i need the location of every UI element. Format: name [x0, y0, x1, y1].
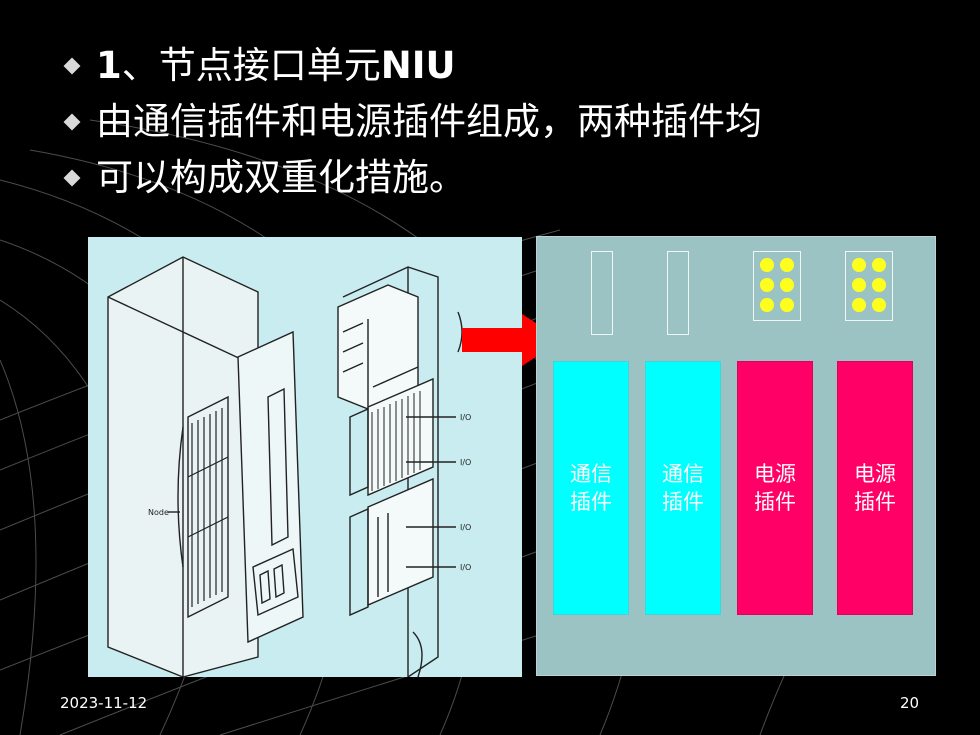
footer-date: 2023-11-12	[60, 694, 148, 712]
io-label: I/O	[460, 413, 471, 422]
bullet-text: 可以构成双重化措施。	[96, 156, 466, 199]
power-connector	[845, 251, 893, 321]
comm-card: 通信插件	[645, 361, 721, 615]
diamond-bullet-icon	[63, 113, 81, 131]
io-label: I/O	[460, 563, 471, 572]
comm-card: 通信插件	[553, 361, 629, 615]
empty-slot	[591, 251, 613, 335]
cabinet-drawing: I/O I/O I/O I/O Node	[88, 237, 522, 678]
bullet-text: 由通信插件和电源插件组成，两种插件均	[96, 100, 762, 143]
title-text: 、节点接口单元	[121, 44, 381, 87]
title-number: 1	[96, 44, 122, 87]
power-connector	[753, 251, 801, 321]
empty-slot	[667, 251, 689, 335]
diamond-bullet-icon	[63, 169, 81, 187]
niu-schematic: 通信插件 通信插件 电源插件 电源插件	[536, 236, 936, 676]
power-card: 电源插件	[837, 361, 913, 615]
bullet-line-2: 由通信插件和电源插件组成，两种插件均	[62, 100, 762, 144]
diamond-bullet-icon	[63, 57, 81, 75]
cabinet-line-art: I/O I/O I/O I/O Node	[107, 256, 471, 678]
bullet-line-3: 可以构成双重化措施。	[62, 156, 466, 200]
page-number: 20	[900, 694, 920, 712]
power-card: 电源插件	[737, 361, 813, 615]
title-niu: NIU	[380, 44, 456, 87]
node-label: Node	[148, 508, 169, 517]
io-label: I/O	[460, 523, 471, 532]
io-label: I/O	[460, 458, 471, 467]
